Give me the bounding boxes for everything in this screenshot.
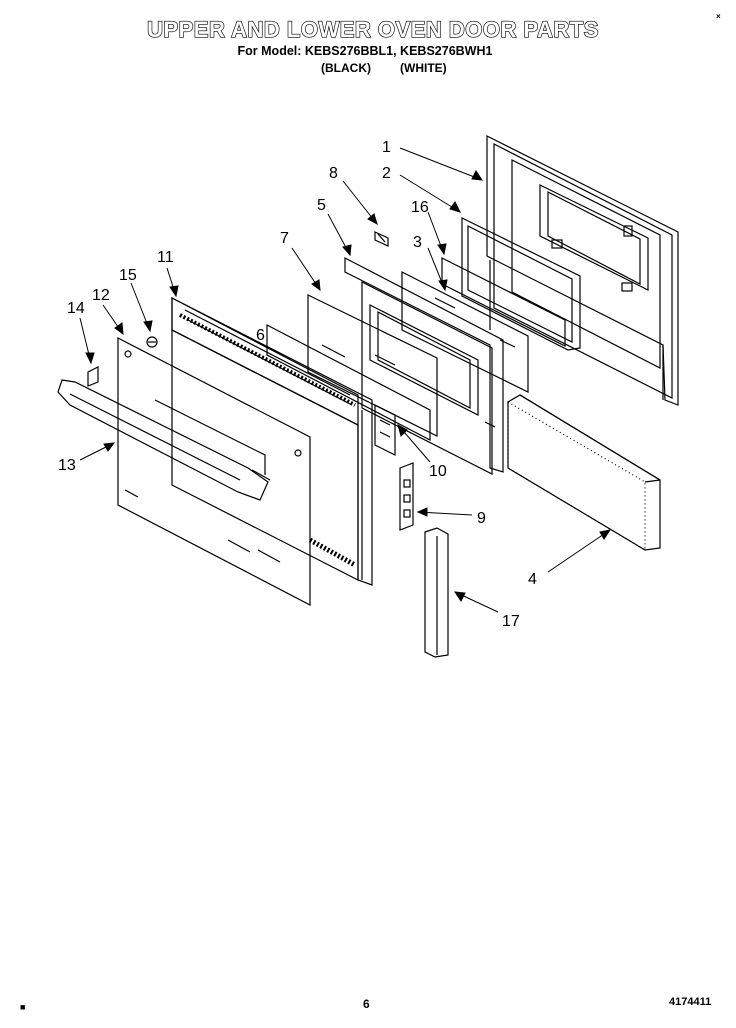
callout-12: 12	[92, 287, 110, 304]
part-2-gasket	[461, 217, 581, 351]
callout-10: 10	[429, 463, 447, 480]
callout-1: 1	[382, 139, 391, 156]
part-13-handle	[57, 350, 302, 501]
callout-8: 8	[329, 165, 338, 182]
corner-mark-bottom-left: ■	[20, 1002, 26, 1012]
part-17-side-trim	[424, 527, 449, 658]
part-14-end-cap	[87, 366, 99, 387]
part-8-clip	[374, 231, 389, 247]
page-title: UPPER AND LOWER OVEN DOOR PARTS	[146, 16, 599, 42]
callout-15: 15	[119, 267, 137, 284]
document-number: 4174411	[669, 996, 712, 1008]
part-10-bracket	[374, 404, 396, 456]
part-9-hinge-bracket	[399, 462, 414, 531]
callout-14: 14	[67, 300, 85, 317]
callout-11: 11	[157, 249, 174, 266]
page-number: 6	[363, 997, 370, 1011]
part-15-screw	[146, 336, 158, 348]
callout-5: 5	[317, 197, 326, 214]
part-6-glass-pane	[266, 324, 431, 441]
callout-3: 3	[413, 234, 422, 251]
corner-mark-top-right: ×	[716, 12, 721, 21]
model-line: For Model: KEBS276BBL1, KEBS276BWH1	[237, 44, 493, 58]
callout-17: 17	[502, 613, 520, 630]
callout-7: 7	[280, 230, 289, 247]
callout-2: 2	[382, 165, 391, 182]
callout-13: 13	[58, 457, 76, 474]
leader-lines	[79, 147, 612, 613]
callout-16: 16	[411, 199, 429, 216]
part-4-insulation	[507, 394, 661, 552]
part-5-door-liner	[344, 257, 504, 475]
part-1-inner-door-panel	[486, 135, 679, 406]
callout-4: 4	[528, 571, 537, 588]
part-11-door-frame	[171, 297, 373, 586]
part-12-outer-glass	[117, 337, 311, 606]
part-16-glass	[441, 257, 566, 347]
callout-6: 6	[256, 327, 265, 344]
variant-white-label: (WHITE)	[400, 61, 447, 75]
callout-9: 9	[477, 510, 486, 527]
variant-black-label: (BLACK)	[321, 61, 371, 75]
